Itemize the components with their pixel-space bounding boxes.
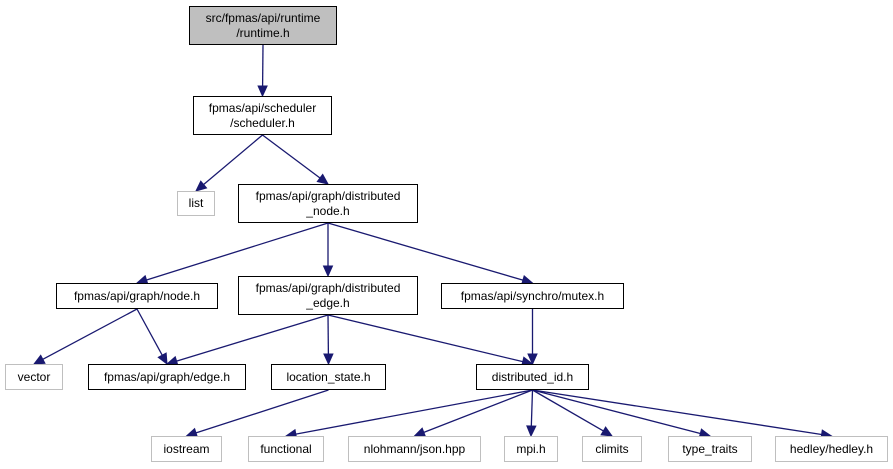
edge-scheduler-to-list (203, 134, 263, 186)
node-functional[interactable]: functional (248, 436, 324, 462)
node-distributed-edge-h[interactable]: fpmas/api/graph/distributed _edge.h (238, 276, 418, 315)
node-iostream[interactable]: iostream (151, 436, 222, 462)
arrowhead (257, 85, 268, 98)
arrowhead (322, 265, 334, 278)
node-label: fpmas/api/graph/distributed (255, 188, 401, 203)
node-scheduler-h[interactable]: fpmas/api/scheduler /scheduler.h (193, 96, 332, 135)
node-vector[interactable]: vector (5, 364, 63, 390)
node-label: _edge.h (306, 295, 350, 310)
arrowhead (195, 180, 208, 192)
node-label: location_state.h (286, 369, 371, 384)
edge-dist_edge-to-edge (176, 314, 329, 362)
arrowhead (32, 354, 46, 365)
node-label: /runtime.h (236, 25, 290, 40)
node-label: src/fpmas/api/runtime (205, 10, 321, 25)
edge-dist_node-to-node (146, 222, 329, 281)
node-label: mpi.h (516, 441, 546, 456)
node-nlohmann-json-hpp[interactable]: nlohmann/json.hpp (348, 436, 481, 462)
edge-dist_id-to-functional (295, 389, 533, 435)
node-label: fpmas/api/graph/edge.h (103, 369, 231, 384)
node-label: fpmas/api/graph/distributed (255, 280, 401, 295)
arrowhead (527, 353, 538, 366)
node-label: functional (260, 441, 312, 456)
node-label: distributed_id.h (491, 369, 574, 384)
node-distributed-id-h[interactable]: distributed_id.h (476, 364, 589, 390)
arrowhead (526, 425, 537, 438)
arrowhead (323, 353, 334, 366)
edge-node-to-edge (136, 308, 163, 356)
edge-scheduler-to-dist_node (262, 134, 321, 179)
node-label: fpmas/api/scheduler (208, 100, 317, 115)
edge-node-to-vector (42, 308, 138, 360)
edge-dist_node-to-mutex (327, 222, 524, 281)
node-location-state-h[interactable]: location_state.h (271, 364, 386, 390)
node-label: nlohmann/json.hpp (363, 441, 466, 456)
node-label: climits (595, 441, 629, 456)
node-label: iostream (163, 441, 210, 456)
arrowhead (316, 173, 329, 185)
node-label: list (188, 196, 204, 210)
node-mpi-h[interactable]: mpi.h (504, 436, 558, 462)
edge-dist_id-to-type_traits (532, 389, 701, 435)
arrowhead (600, 426, 614, 437)
node-label: /scheduler.h (230, 115, 295, 130)
node-list[interactable]: list (177, 191, 215, 216)
node-edge-h[interactable]: fpmas/api/graph/edge.h (88, 364, 246, 390)
node-distributed-node-h[interactable]: fpmas/api/graph/distributed _node.h (238, 184, 418, 223)
node-mutex-h[interactable]: fpmas/api/synchro/mutex.h (441, 283, 624, 309)
edge-dist_edge-to-dist_id (327, 314, 523, 363)
edge-dist_id-to-json (423, 389, 533, 433)
node-climits[interactable]: climits (582, 436, 642, 462)
node-label: fpmas/api/graph/node.h (73, 288, 201, 303)
node-label: type_traits (682, 441, 738, 456)
node-label: vector (17, 369, 51, 384)
node-node-h[interactable]: fpmas/api/graph/node.h (56, 283, 218, 309)
edge-dist_id-to-hedley (532, 389, 822, 436)
node-label: _node.h (306, 203, 350, 218)
node-type-traits[interactable]: type_traits (668, 436, 752, 462)
edge-location-to-iostream (195, 389, 329, 434)
node-runtime-h[interactable]: src/fpmas/api/runtime /runtime.h (189, 6, 337, 45)
node-label: fpmas/api/synchro/mutex.h (460, 288, 605, 303)
edge-dist_id-to-climits (532, 389, 604, 432)
node-hedley-h[interactable]: hedley/hedley.h (775, 436, 888, 462)
edge-dist_id-to-mpi (530, 389, 534, 427)
arrowhead (157, 352, 168, 366)
node-label: hedley/hedley.h (789, 441, 874, 456)
